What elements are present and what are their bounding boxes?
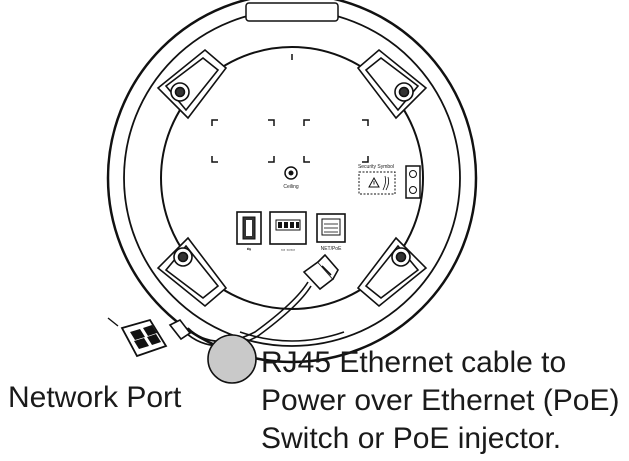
ethernet-cable-inner [184,285,312,347]
cable-caption: RJ45 Ethernet cable to Power over Ethern… [261,344,620,458]
network-port-label: Network Port [8,381,182,414]
bracket-top-right [356,48,428,120]
rj45-plug [302,253,339,291]
svg-text:▭ ▭▭: ▭ ▭▭ [281,247,296,252]
ethernet-cable [187,281,309,343]
callout-circle [207,334,257,384]
bracket-top-left [156,48,228,120]
rj45-port [316,213,346,243]
cable-caption-line-3: Switch or PoE injector. [261,422,562,455]
alignment-marks [211,119,369,163]
rim-tabs [239,2,345,342]
ceiling-label: Ceiling [283,184,299,190]
security-symbol-label: Security Symbol [358,164,394,170]
dip-switch-block: ▭ ▭▭ [269,211,307,252]
ceiling-indicator [284,166,298,180]
security-sticker [358,171,396,195]
usb-port: ⇆ [236,211,262,253]
bracket-bottom-right [356,236,428,308]
side-screw-block [405,165,421,199]
network-wall-port [107,317,168,358]
bracket-bottom-left [156,236,228,308]
net-poe-label: NET/PoE [321,246,343,252]
cable-caption-line-2: Power over Ethernet (PoE) [261,384,620,417]
svg-text:⇆: ⇆ [247,247,251,253]
cable-caption-line-1: RJ45 Ethernet cable to [261,346,567,379]
cable-end-plug [168,318,192,341]
